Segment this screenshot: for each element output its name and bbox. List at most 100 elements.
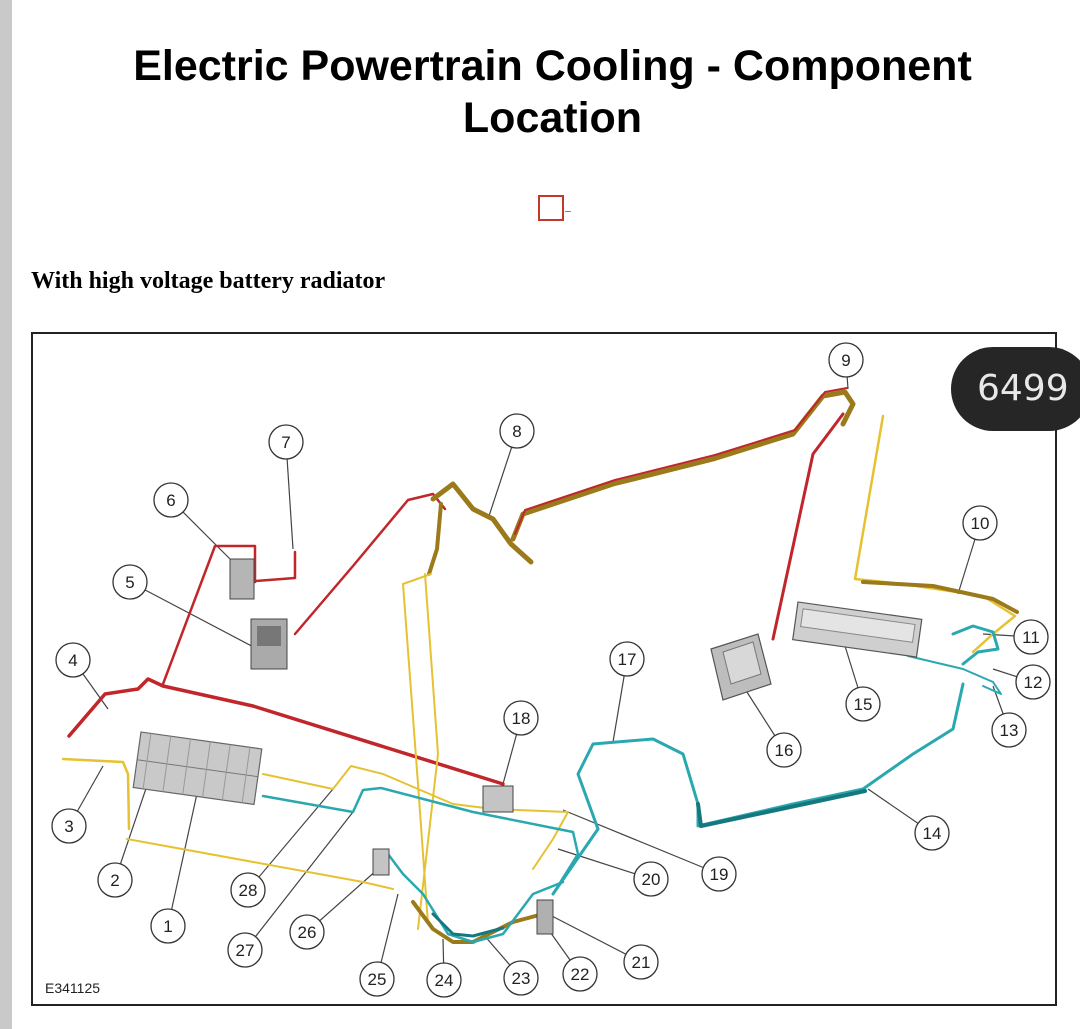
callout-label-24: 24	[435, 971, 454, 990]
callout-circle-1	[150, 908, 186, 944]
hose-red-radiator-to-pump	[67, 677, 505, 786]
hose-yellow-long-down	[402, 573, 432, 925]
callout-circle-10	[962, 505, 998, 541]
hose-gold-8-to-9	[510, 389, 856, 542]
pump-18	[482, 785, 514, 813]
page-number-badge: 6499	[951, 347, 1080, 431]
leader-line-7	[285, 441, 294, 550]
callout-label-13: 13	[1000, 721, 1019, 740]
figure-code: E341125	[45, 980, 101, 996]
hose-red-8-to-9	[514, 387, 848, 535]
hose-red-to-16	[771, 412, 845, 641]
callout-label-21: 21	[632, 953, 651, 972]
callout-label-2: 2	[110, 871, 119, 890]
callout-label-28: 28	[239, 881, 258, 900]
callout-circle-26	[289, 914, 325, 950]
hose-yellow-3	[61, 757, 131, 831]
callout-circle-9	[828, 342, 864, 378]
hose-teal-14-dark	[696, 789, 867, 828]
callout-circle-6	[153, 482, 189, 518]
valve-22	[536, 899, 554, 935]
callout-label-17: 17	[618, 650, 637, 669]
callout-circle-3	[51, 808, 87, 844]
callout-label-4: 4	[68, 651, 77, 670]
callout-circle-15	[845, 686, 881, 722]
callout-label-9: 9	[841, 351, 850, 370]
callout-circle-8	[499, 413, 535, 449]
hose-yellow-radiator-bottom	[126, 838, 394, 890]
callout-circle-17	[609, 641, 645, 677]
hose-teal-radiator	[261, 786, 580, 896]
callout-circle-24	[426, 962, 462, 998]
callout-circle-4	[55, 642, 91, 678]
left-scroll-edge	[0, 0, 12, 1029]
callout-circle-14	[914, 815, 950, 851]
callout-label-12: 12	[1024, 673, 1043, 692]
broken-image-icon	[538, 195, 571, 221]
callout-circle-2	[97, 862, 133, 898]
callout-label-3: 3	[64, 817, 73, 836]
hose-teal-15-to-12	[907, 655, 1002, 695]
callout-label-10: 10	[971, 514, 990, 533]
callout-label-15: 15	[854, 695, 873, 714]
section-subtitle: With high voltage battery radiator	[31, 268, 386, 294]
leader-line-5	[129, 581, 264, 653]
callout-circle-7	[268, 424, 304, 460]
callout-circle-20	[633, 861, 669, 897]
hose-yellow-cross	[417, 573, 439, 930]
callout-label-14: 14	[923, 824, 942, 843]
callout-label-1: 1	[163, 917, 172, 936]
callout-label-19: 19	[710, 865, 729, 884]
hose-teal-17-to-14	[551, 682, 965, 896]
hose-gold-8-bend	[430, 481, 534, 565]
module-15	[792, 601, 923, 658]
radiator-component	[132, 731, 263, 806]
callout-label-6: 6	[166, 491, 175, 510]
callout-label-16: 16	[775, 741, 794, 760]
valve-6	[229, 558, 255, 600]
hose-layer	[61, 387, 1019, 944]
hose-red-to-5	[293, 492, 447, 636]
hose-gold-8-down	[427, 502, 443, 576]
callout-circle-5	[112, 564, 148, 600]
callout-circle-22	[562, 956, 598, 992]
callout-label-25: 25	[368, 970, 387, 989]
leader-line-19	[562, 809, 720, 875]
callout-label-11: 11	[1022, 628, 1040, 647]
diagram-svg: 1234567891011121314151617181920212223242…	[51, 342, 1051, 998]
hose-teal-11-loop	[951, 624, 1000, 666]
component-layer	[132, 558, 923, 935]
callout-circle-25	[359, 961, 395, 997]
callout-label-20: 20	[642, 870, 661, 889]
callout-circle-19	[701, 856, 737, 892]
leader-line-1	[167, 788, 199, 927]
callout-layer: 1234567891011121314151617181920212223242…	[51, 342, 1051, 998]
callout-label-8: 8	[512, 422, 521, 441]
page-title: Electric Powertrain Cooling - Component …	[133, 42, 972, 142]
callout-circle-28	[230, 872, 266, 908]
module-16	[710, 633, 772, 701]
hose-teal-lower-dark	[431, 912, 505, 938]
callout-circle-21	[623, 944, 659, 980]
leader-line-27	[244, 811, 354, 951]
valve-26	[372, 848, 390, 876]
callout-label-22: 22	[571, 965, 590, 984]
callout-label-27: 27	[236, 941, 255, 960]
callout-label-18: 18	[512, 709, 531, 728]
callout-circle-11	[1013, 619, 1049, 655]
callout-circle-12	[1015, 664, 1051, 700]
pump-5	[250, 618, 288, 670]
callout-label-26: 26	[298, 923, 317, 942]
callout-label-5: 5	[125, 573, 134, 592]
hose-teal-lower	[386, 852, 565, 944]
hose-gold-10	[861, 580, 1019, 614]
callout-label-7: 7	[281, 433, 290, 452]
callout-label-23: 23	[512, 969, 531, 988]
callout-circle-23	[503, 960, 539, 996]
callout-circle-27	[227, 932, 263, 968]
callout-circle-18	[503, 700, 539, 736]
hose-red-7	[241, 550, 297, 584]
callout-circle-13	[991, 712, 1027, 748]
callout-circle-16	[766, 732, 802, 768]
